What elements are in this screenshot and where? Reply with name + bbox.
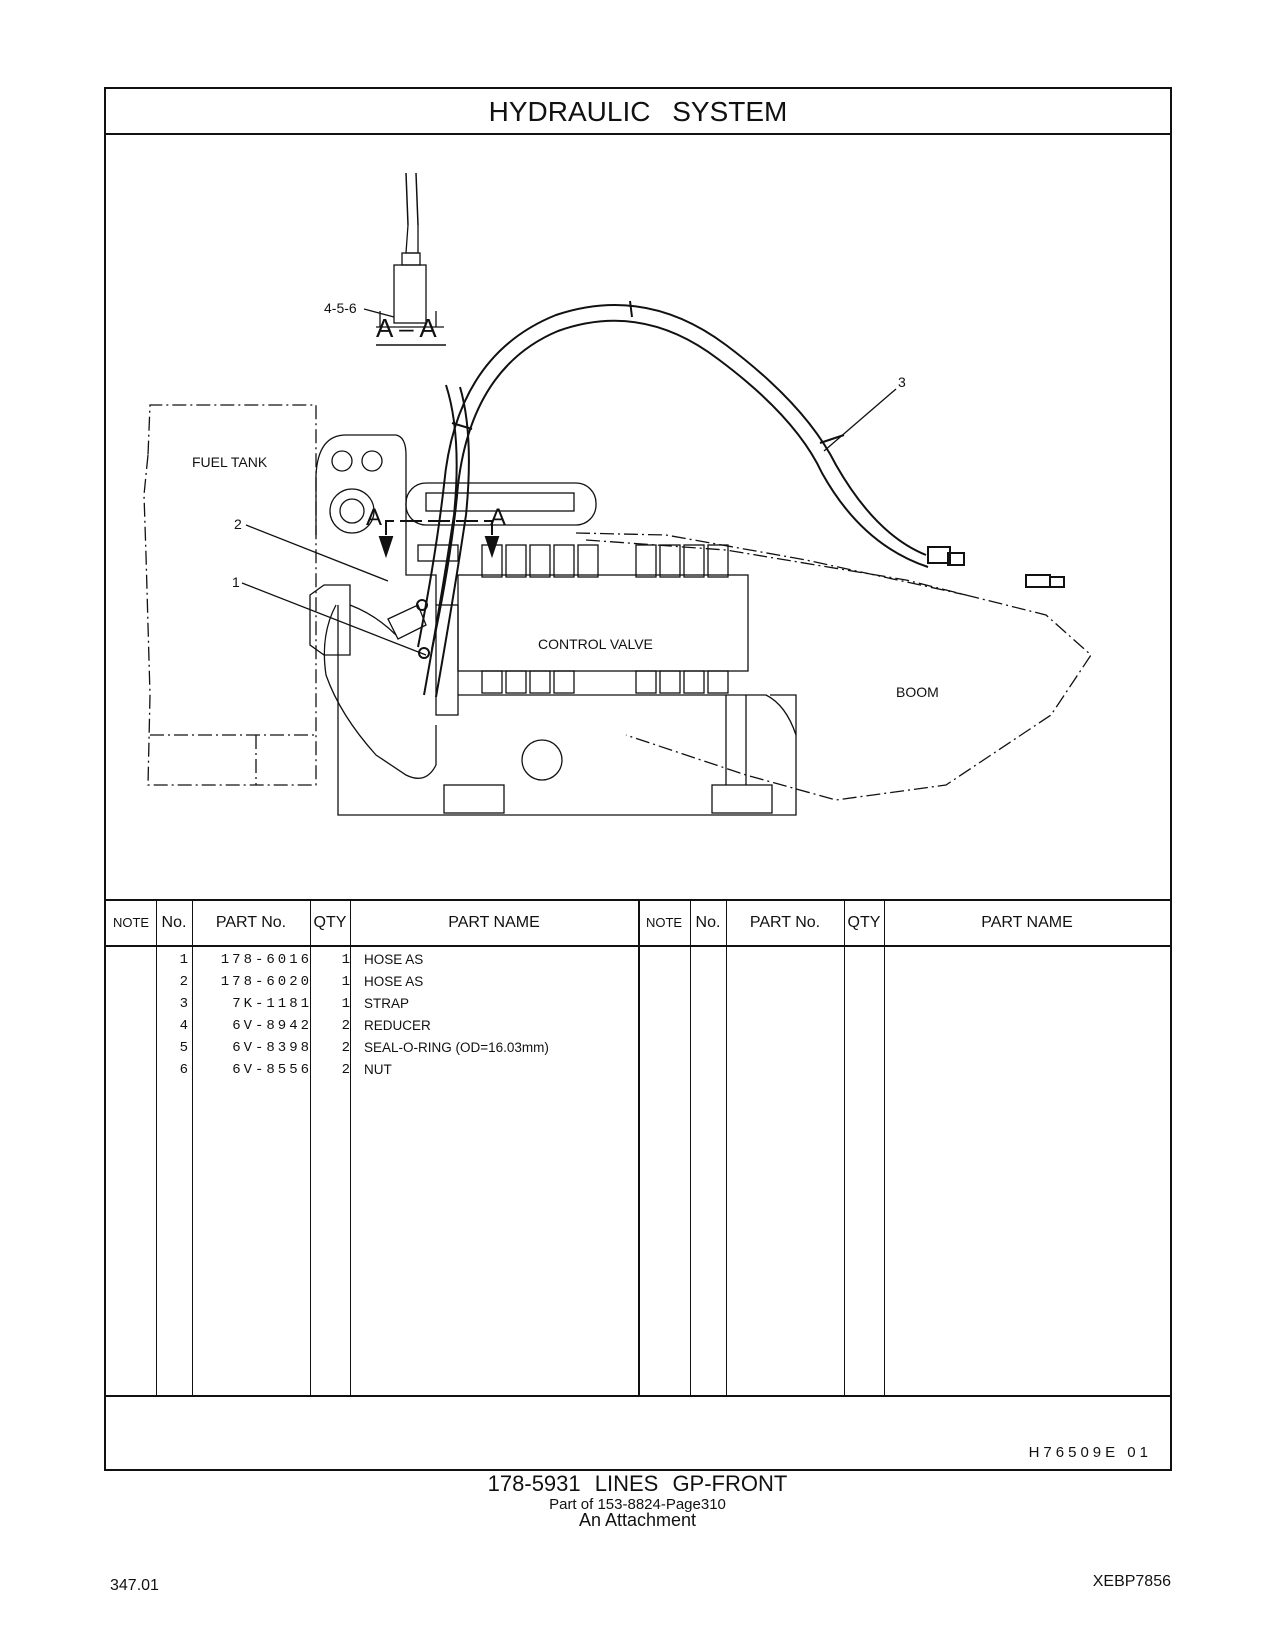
illustration-footer: H76509E 01 xyxy=(106,1395,1170,1471)
table-row: 1 178-6016 1 HOSE AS xyxy=(106,949,1170,971)
col-divider xyxy=(310,901,311,1395)
part-name: HOSE AS xyxy=(364,974,424,989)
col-header-note-right: NOTE xyxy=(645,915,683,930)
group-parent-reference: Part of 153-8824-Page310 xyxy=(549,1496,726,1513)
part-index: 4 xyxy=(179,1018,188,1034)
part-number: 7K-1181 xyxy=(232,996,312,1012)
part-number: 178-6016 xyxy=(220,952,312,968)
part-qty: 2 xyxy=(341,1018,350,1034)
callout-1: 1 xyxy=(232,574,240,590)
part-name: REDUCER xyxy=(364,1018,431,1033)
col-divider xyxy=(156,901,157,1395)
part-index: 1 xyxy=(179,952,188,968)
col-header-partname-right: PART NAME xyxy=(981,914,1073,931)
col-header-qty-right: QTY xyxy=(847,914,881,931)
group-title: 178-5931 LINES GP-FRONT xyxy=(487,1471,788,1496)
hose-assemblies xyxy=(417,300,1065,698)
illustration-code: H76509E 01 xyxy=(1028,1444,1152,1461)
col-header-no-left: No. xyxy=(161,914,187,931)
parts-sheet-frame: HYDRAULIC SYSTEM 4-5-6 A – A FUEL TANK xyxy=(104,87,1172,1471)
part-name: STRAP xyxy=(364,996,410,1011)
part-index: 6 xyxy=(179,1062,188,1078)
part-qty: 1 xyxy=(341,996,350,1012)
part-number: 6V-8556 xyxy=(232,1062,312,1078)
part-qty: 2 xyxy=(341,1062,350,1078)
table-row: 4 6V-8942 2 REDUCER xyxy=(106,1015,1170,1037)
col-divider xyxy=(690,901,691,1395)
col-divider xyxy=(844,901,845,1395)
part-name: NUT xyxy=(364,1062,392,1077)
page-title: HYDRAULIC SYSTEM xyxy=(106,89,1170,135)
part-qty: 2 xyxy=(341,1040,350,1056)
control-valve-shape xyxy=(309,434,797,816)
drawing-svg: 4-5-6 A – A FUEL TANK BOOM xyxy=(143,172,1092,816)
valve-spools-top xyxy=(481,544,729,578)
table-row: 6 6V-8556 2 NUT xyxy=(106,1059,1170,1081)
part-qty: 1 xyxy=(341,974,350,990)
part-index: 2 xyxy=(179,974,188,990)
part-name: HOSE AS xyxy=(364,952,424,967)
page-number: 347.01 xyxy=(110,1577,159,1594)
part-index: 3 xyxy=(179,996,188,1012)
col-header-no-right: No. xyxy=(695,914,721,931)
part-index: 5 xyxy=(179,1040,188,1056)
col-divider xyxy=(192,901,193,1395)
col-header-qty-left: QTY xyxy=(313,914,347,931)
document-number: XEBP7856 xyxy=(1092,1573,1171,1590)
boom-label: BOOM xyxy=(896,684,939,700)
part-number: 6V-8398 xyxy=(232,1040,312,1056)
col-divider xyxy=(350,901,351,1395)
part-name: SEAL-O-RING (OD=16.03mm) xyxy=(364,1040,549,1055)
col-header-partname-left: PART NAME xyxy=(448,914,540,931)
section-arrow-a-left: A xyxy=(366,504,382,531)
col-header-note-left: NOTE xyxy=(112,915,150,930)
part-number: 6V-8942 xyxy=(232,1018,312,1034)
section-label: A – A xyxy=(376,313,437,343)
table-row: 5 6V-8398 2 SEAL-O-RING (OD=16.03mm) xyxy=(106,1037,1170,1059)
table-row: 2 178-6020 1 HOSE AS xyxy=(106,971,1170,993)
col-divider xyxy=(884,901,885,1395)
fuel-tank-label: FUEL TANK xyxy=(192,454,268,470)
part-qty: 1 xyxy=(341,952,350,968)
part-number: 178-6020 xyxy=(220,974,312,990)
section-detail xyxy=(363,172,446,346)
parts-table: NOTE No. PART No. QTY PART NAME NOTE No.… xyxy=(106,899,1170,1395)
callout-456: 4-5-6 xyxy=(324,300,357,316)
group-attachment-note: An Attachment xyxy=(578,1510,697,1530)
table-row: 3 7K-1181 1 STRAP xyxy=(106,993,1170,1015)
hydraulic-drawing: 4-5-6 A – A FUEL TANK BOOM xyxy=(106,135,1170,899)
section-arrow-a-right: A xyxy=(490,504,506,531)
callout-2: 2 xyxy=(234,516,242,532)
leader-lines xyxy=(241,388,897,656)
valve-spools-bottom xyxy=(481,670,729,694)
boom-shape xyxy=(575,532,1092,801)
col-header-partno-right: PART No. xyxy=(749,914,821,931)
col-header-partno-left: PART No. xyxy=(215,914,287,931)
control-valve-label: CONTROL VALVE xyxy=(538,636,653,652)
callout-3: 3 xyxy=(898,374,906,390)
col-divider xyxy=(726,901,727,1395)
col-divider xyxy=(638,901,640,1395)
fuel-tank-shape xyxy=(143,404,317,786)
